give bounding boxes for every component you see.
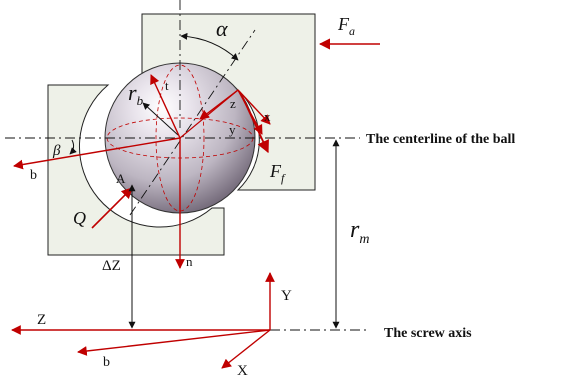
centerline-label: The centerline of the ball	[366, 132, 515, 147]
n-label: n	[186, 254, 193, 269]
b-left-label: b	[30, 168, 37, 183]
ff-label: Ff	[269, 161, 286, 185]
a-label: A	[116, 171, 126, 186]
t-label: t	[165, 78, 169, 93]
friction-force-arrow	[241, 95, 269, 154]
x-vector	[237, 89, 271, 125]
global-x-axis	[221, 329, 271, 369]
global-b-axis	[77, 329, 271, 356]
rm-label: rm	[350, 217, 369, 247]
global-z-label: Z	[37, 312, 46, 328]
alpha-arc	[180, 32, 239, 61]
global-b-label: b	[103, 355, 110, 370]
z-local-label: z	[230, 96, 236, 111]
b-vector	[13, 137, 181, 170]
delta-z-label: ΔZ	[102, 258, 121, 274]
screw-raceway	[47, 84, 225, 256]
y-local-label: y	[229, 122, 236, 137]
fa-label: Fa	[337, 14, 355, 38]
t-vector	[150, 74, 181, 139]
alpha-label: α	[216, 16, 228, 41]
rb-label: rb	[128, 80, 144, 108]
global-x-label: X	[237, 363, 248, 379]
global-y-label: Y	[281, 288, 292, 304]
contact-normal-line	[179, 89, 239, 139]
screw-axis-label: The screw axis	[384, 326, 472, 341]
q-label: Q	[73, 208, 86, 228]
x-local-label: x	[264, 109, 271, 124]
beta-arc	[69, 139, 77, 155]
contact-angle-line	[129, 29, 256, 216]
beta-label: β	[52, 143, 61, 159]
normal-load-arrow	[91, 187, 133, 229]
ball-radius-arrow	[142, 102, 179, 136]
